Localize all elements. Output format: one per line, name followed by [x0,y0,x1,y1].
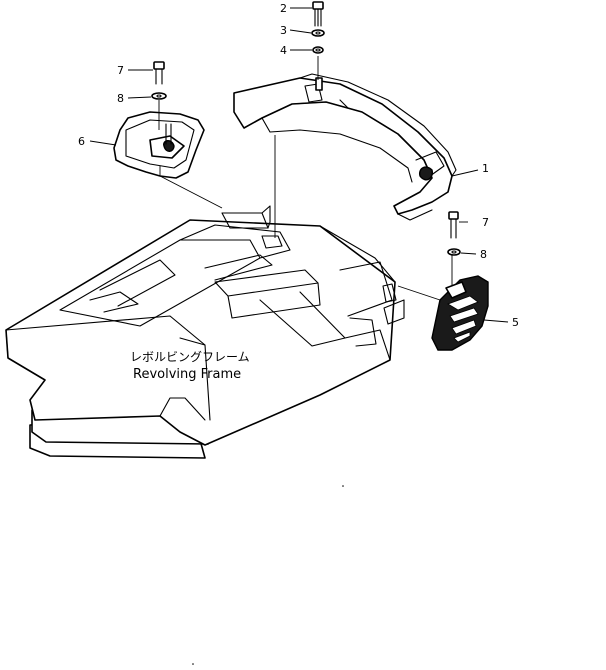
callout-8-left: 8 [117,92,124,105]
bolt-7-left [153,61,165,85]
callout-7-right: 7 [482,216,489,229]
bolt-2 [312,1,324,27]
callout-2: 2 [280,2,287,15]
callout-8-right: 8 [480,248,487,261]
callout-4: 4 [280,44,287,57]
washer-3 [311,29,325,37]
callout-6: 6 [78,135,85,148]
frame-label-japanese: レボルビングフレーム [130,350,250,364]
cover-5 [431,275,489,351]
washer-8-right [447,248,461,256]
bolt-7-right [448,211,459,239]
callout-1: 1 [482,162,489,175]
cover-6 [113,111,205,179]
revolving-frame [5,205,405,459]
washer-8-left [151,92,167,100]
callout-5: 5 [512,316,519,329]
callout-7-left: 7 [117,64,124,77]
frame-label-english: Revolving Frame [133,367,241,382]
washer-4 [312,46,324,54]
cover-1 [233,73,457,221]
callout-3: 3 [280,24,287,37]
